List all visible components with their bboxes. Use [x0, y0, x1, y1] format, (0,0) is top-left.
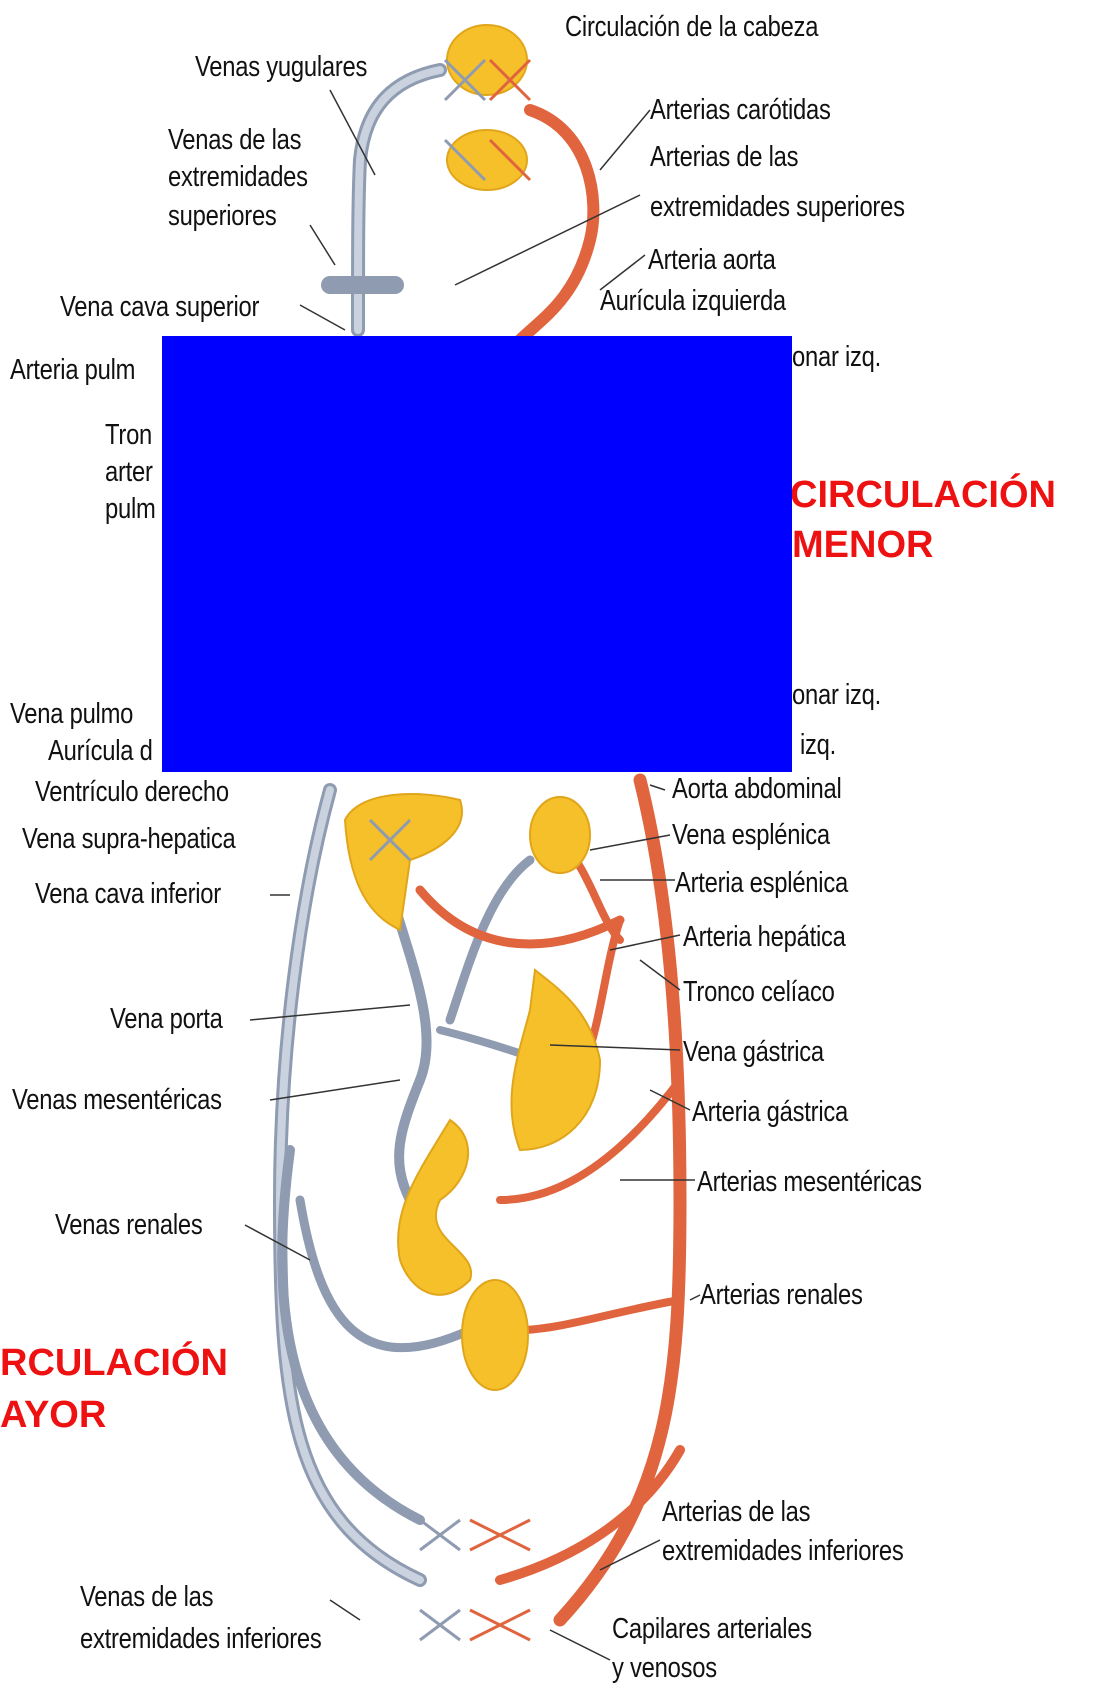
leader-arterias-carotidas	[599, 109, 651, 171]
label-arteria-pulm-partial: Arteria pulm	[10, 354, 136, 386]
leader-vena-gastrica	[549, 1044, 681, 1051]
arteries	[415, 104, 687, 1627]
label-vena-esplenica: Vena esplénica	[672, 819, 830, 851]
label-arteria-hepatica: Arteria hepática	[683, 921, 846, 953]
leader-vena-cava-sup	[299, 304, 346, 331]
leader-arterias-renales	[689, 1294, 701, 1301]
label-venas-ext-sup-3: superiores	[168, 200, 277, 232]
intestine	[397, 1118, 473, 1296]
leader-arteria-aorta	[599, 254, 646, 291]
head-organ-right	[446, 129, 528, 191]
leader-vena-esplenica	[589, 834, 671, 851]
leader-lines	[244, 89, 701, 1661]
aorta-abdominal	[553, 773, 687, 1627]
leg-capillaries-artery-1	[469, 1518, 531, 1552]
kidney	[461, 1279, 529, 1391]
label-arterias-carotidas: Arterias carótidas	[650, 94, 831, 126]
arteria-hepatica	[415, 885, 625, 949]
vena-porta	[385, 885, 432, 1205]
leader-venas-mesentericas	[269, 1079, 401, 1101]
arteria-carotida	[514, 104, 600, 346]
head-capillaries-vein	[443, 58, 487, 182]
label-venas-mesentericas: Venas mesentéricas	[12, 1084, 222, 1116]
leader-venas-ext-inf	[329, 1599, 361, 1621]
leader-arterias-ext-inf	[599, 1539, 661, 1571]
label-arteria-aorta: Arteria aorta	[648, 244, 776, 276]
label-arteria-gastrica: Arteria gástrica	[692, 1096, 848, 1128]
label-capilares-1: Capilares arteriales	[612, 1613, 812, 1645]
vena-esplenica	[445, 855, 535, 1025]
heading-circulacion-mayor-2: AYOR	[0, 1394, 107, 1436]
organs	[343, 24, 602, 1391]
label-arterias-mesentericas: Arterias mesentéricas	[697, 1166, 922, 1198]
label-arteria-esplenica: Arteria esplénica	[675, 867, 848, 899]
leader-venas-yugulares	[329, 89, 376, 176]
label-arterias-ext-inf-2: extremidades inferiores	[662, 1535, 904, 1567]
arteria-renal	[516, 1296, 684, 1334]
leader-venas-ext-sup	[309, 224, 336, 266]
label-venas-ext-sup-2: extremidades	[168, 161, 308, 193]
head-capillaries-artery	[488, 58, 532, 182]
capillary-beds	[368, 58, 532, 1642]
leg-capillaries-artery-2	[469, 1608, 531, 1642]
label-tronco-2: arter	[105, 456, 153, 488]
leader-capilares	[549, 1629, 611, 1661]
leader-arteria-gastrica	[649, 1089, 691, 1111]
vena-cava-superior-fill	[354, 66, 444, 334]
heading-circulacion-menor-2: MENOR	[792, 524, 934, 566]
label-capilares-2: y venosos	[612, 1652, 717, 1684]
label-pulmonar-izq-top: onar izq.	[792, 341, 881, 373]
veins	[272, 63, 544, 1587]
label-auricula-partial: Aurícula d	[48, 735, 153, 767]
leg-capillaries-vein-2	[419, 1608, 461, 1642]
leader-vena-porta	[249, 1004, 411, 1021]
leader-arterias-ext-sup	[454, 194, 641, 286]
heading-circulacion-mayor-1: RCULACIÓN	[0, 1342, 228, 1384]
label-arterias-renales: Arterias renales	[700, 1279, 863, 1311]
label-tronco-1: Tron	[105, 419, 153, 451]
label-aorta-abdominal: Aorta abdominal	[672, 773, 842, 805]
label-izq: izq.	[800, 729, 837, 761]
leader-aorta-abdominal	[649, 784, 666, 791]
label-ventriculo-derecho: Ventrículo derecho	[35, 776, 229, 808]
label-vena-porta: Vena porta	[110, 1003, 223, 1035]
label-vena-cava-inferior: Vena cava inferior	[35, 878, 221, 910]
heading-circulacion-menor-1: CIRCULACIÓN	[790, 474, 1056, 516]
label-vena-pulmo-partial: Vena pulmo	[10, 698, 134, 730]
label-vena-gastrica: Vena gástrica	[683, 1036, 824, 1068]
arterias-mesentericas	[496, 1076, 684, 1204]
label-venas-ext-inf-2: extremidades inferiores	[80, 1623, 322, 1655]
label-arterias-ext-sup-2: extremidades superiores	[650, 191, 905, 223]
label-venas-ext-sup-1: Venas de las	[168, 124, 302, 156]
label-vena-cava-superior: Vena cava superior	[60, 291, 260, 323]
label-venas-renales: Venas renales	[55, 1209, 203, 1241]
label-circulacion-cabeza: Circulación de la cabeza	[565, 11, 819, 43]
vena-renal	[295, 1195, 475, 1353]
stomach	[510, 968, 602, 1152]
spleen	[529, 796, 591, 874]
liver	[343, 793, 463, 932]
label-vena-supra-hepatica: Vena supra-hepatica	[22, 823, 236, 855]
label-arterias-ext-inf-1: Arterias de las	[662, 1496, 811, 1528]
label-arterias-ext-sup-1: Arterias de las	[650, 141, 799, 173]
liver-capillaries	[368, 818, 412, 862]
label-venas-ext-inf-1: Venas de las	[80, 1581, 214, 1613]
label-tronco-celiaco: Tronco celíaco	[683, 976, 835, 1008]
redaction-box	[162, 336, 792, 772]
arteria-ext-inf	[495, 1445, 685, 1585]
label-venas-yugulares: Venas yugulares	[195, 51, 368, 83]
label-pulmonar-izq-bottom: onar izq.	[792, 679, 881, 711]
label-auricula-izquierda: Aurícula izquierda	[600, 285, 786, 317]
vena-lateral	[277, 1145, 425, 1525]
leader-arteria-hepatica	[609, 934, 681, 951]
label-tronco-3: pulm	[105, 493, 156, 525]
leader-tronco-celiaco	[639, 959, 681, 991]
leg-capillaries-vein-1	[419, 1518, 461, 1552]
leader-venas-renales	[244, 1224, 311, 1261]
